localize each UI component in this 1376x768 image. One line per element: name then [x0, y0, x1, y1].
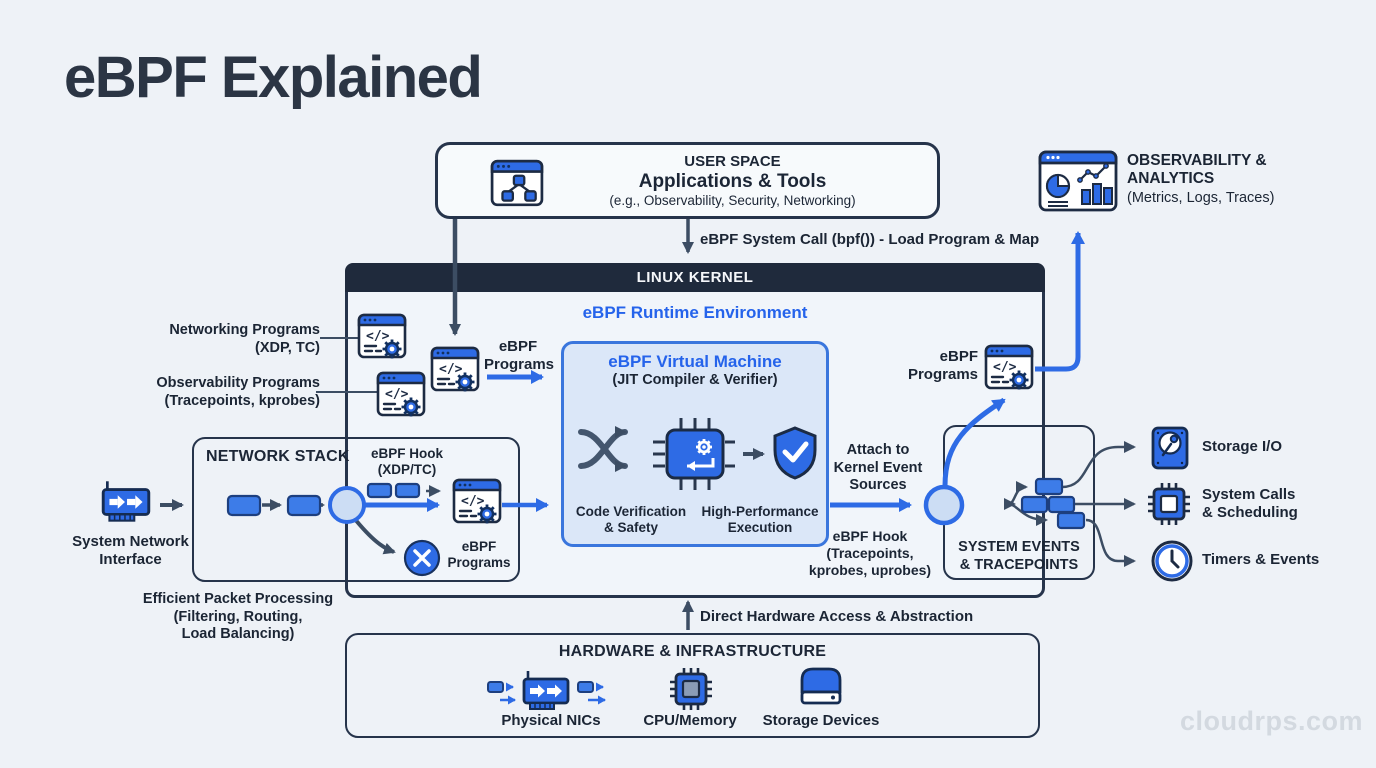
observability-program-icon	[376, 371, 426, 419]
vm-icons	[578, 418, 817, 490]
loaded-program-icon	[430, 346, 480, 394]
direct-hw-access-label: Direct Hardware Access & Abstraction	[700, 608, 974, 625]
packet-processing-label: Efficient Packet Processing (Filtering, …	[142, 591, 334, 643]
linux-kernel-header: LINUX KERNEL	[345, 263, 1045, 292]
ebpf-programs-right-label: eBPF Programs	[907, 348, 978, 384]
vm-caption-verification: Code Verification & Safety	[575, 504, 687, 536]
vm-subtitle: (JIT Compiler & Verifier)	[612, 372, 778, 388]
hardware-box: HARDWARE & INFRASTRUCTURE Physical NICs …	[345, 633, 1040, 738]
ebpf-programs-load-label: eBPF Programs	[484, 338, 555, 374]
ebpf-vm-box: eBPF Virtual Machine (JIT Compiler & Ver…	[561, 341, 829, 547]
runtime-environment-title: eBPF Runtime Environment	[582, 303, 808, 322]
analytics-window-icon	[1038, 150, 1118, 212]
user-space-title: Applications & Tools	[638, 170, 827, 192]
system-events-title: SYSTEM EVENTS & TRACEPOINTS	[958, 539, 1080, 573]
nic-icon	[97, 477, 155, 527]
system-network-interface-label: System Network Interface	[72, 533, 189, 569]
timers-icon	[1150, 539, 1194, 583]
network-ebpf-programs-label: eBPF Programs	[447, 539, 511, 571]
physical-nics-label: Physical NICs	[501, 712, 601, 729]
storage-io-label: Storage I/O	[1202, 438, 1283, 455]
jit-chip-icon	[653, 418, 735, 490]
xdp-hook-label: eBPF Hook (XDP/TC)	[370, 446, 443, 478]
vm-title: eBPF Virtual Machine	[608, 352, 782, 371]
user-space-box: USER SPACE Applications & Tools (e.g., O…	[435, 142, 940, 219]
cpu-memory-icon	[668, 666, 714, 712]
applications-window-icon	[490, 159, 544, 207]
shuffle-icon	[578, 426, 628, 472]
system-events-box: SYSTEM EVENTS & TRACEPOINTS	[943, 425, 1095, 580]
storage-devices-icon	[797, 664, 845, 708]
user-space-subtitle: (e.g., Observability, Security, Networki…	[609, 192, 856, 208]
page-title: eBPF Explained	[64, 45, 483, 110]
vm-caption-execution: High-Performance Execution	[701, 504, 819, 536]
networking-programs-label: Networking Programs (XDP, TC)	[169, 322, 320, 356]
network-program-icon	[452, 478, 502, 526]
storage-devices-label: Storage Devices	[762, 712, 880, 729]
network-stack-title: NETWORK STACK	[206, 448, 350, 465]
system-calls-icon	[1146, 481, 1192, 527]
physical-nics-icon	[487, 669, 606, 711]
kernel-events-program-icon	[984, 344, 1034, 392]
hardware-title: HARDWARE & INFRASTRUCTURE	[558, 643, 827, 660]
observability-subtitle: (Metrics, Logs, Traces)	[1127, 190, 1275, 206]
networking-program-icon	[357, 313, 407, 361]
tracepoint-hook-label: eBPF Hook (Tracepoints, kprobes, uprobes…	[808, 528, 932, 579]
timers-events-label: Timers & Events	[1202, 551, 1320, 568]
storage-io-icon	[1150, 426, 1190, 470]
syscall-arrow-label: eBPF System Call (bpf()) - Load Program …	[700, 231, 1040, 248]
cpu-memory-label: CPU/Memory	[643, 712, 737, 729]
user-space-header: USER SPACE	[684, 152, 781, 170]
observability-programs-label: Observability Programs (Tracepoints, kpr…	[156, 375, 320, 409]
attach-kernel-events-label: Attach to Kernel Event Sources	[833, 442, 923, 494]
watermark: cloudrps.com	[1180, 706, 1364, 736]
shield-check-icon	[773, 426, 817, 480]
network-stack-box: NETWORK STACK eBPF Hook (XDP/TC) eBPF Pr…	[192, 437, 520, 582]
system-calls-label: System Calls & Scheduling	[1202, 486, 1298, 522]
observability-title: OBSERVABILITY & ANALYTICS	[1127, 152, 1267, 188]
